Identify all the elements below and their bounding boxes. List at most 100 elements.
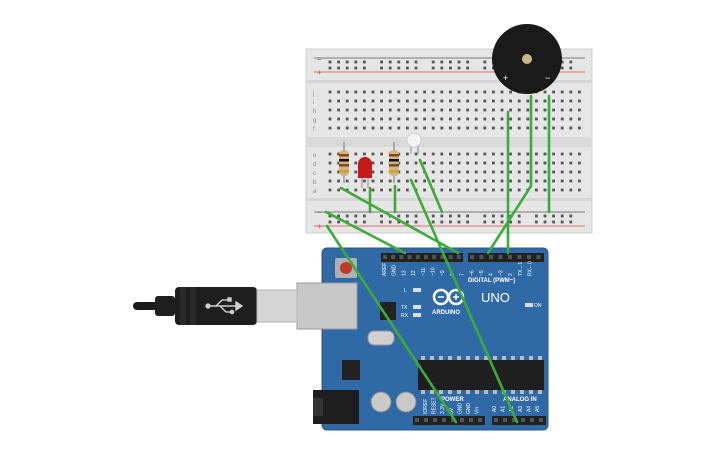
header-pin[interactable] bbox=[433, 418, 437, 422]
rail-hole bbox=[337, 60, 340, 64]
rail-hole bbox=[431, 66, 435, 70]
header-pin[interactable] bbox=[399, 255, 404, 259]
header-pin[interactable] bbox=[536, 255, 541, 259]
breadboard-hole bbox=[457, 152, 461, 156]
header-pin[interactable] bbox=[470, 255, 474, 259]
analog-header[interactable] bbox=[492, 416, 546, 425]
breadboard-hole bbox=[431, 99, 435, 103]
rail-hole bbox=[345, 214, 349, 218]
pin-label: 7 bbox=[460, 273, 466, 276]
breadboard-hole bbox=[517, 170, 521, 174]
wire-photo-rail[interactable] bbox=[418, 158, 444, 214]
breadboard-hole bbox=[474, 90, 478, 94]
analog-in-label: ANALOG IN bbox=[503, 397, 537, 403]
header-pin[interactable] bbox=[424, 418, 428, 422]
header-pin[interactable] bbox=[460, 418, 464, 422]
resistor-band bbox=[339, 154, 349, 157]
breadboard-hole bbox=[371, 161, 375, 165]
pin-label: TX→1 bbox=[518, 262, 524, 276]
breadboard-hole bbox=[483, 179, 487, 183]
breadboard-hole bbox=[431, 108, 435, 112]
breadboard-hole bbox=[492, 179, 495, 183]
wire-photo-analog[interactable] bbox=[409, 178, 519, 424]
rail-hole bbox=[337, 220, 340, 224]
pin-label: ~3 bbox=[498, 270, 504, 276]
header-pin[interactable] bbox=[539, 418, 543, 422]
power-header[interactable] bbox=[413, 416, 485, 425]
header-pin[interactable] bbox=[415, 255, 420, 259]
breadboard-hole bbox=[414, 152, 418, 156]
breadboard-hole bbox=[423, 188, 426, 192]
reset-button[interactable] bbox=[340, 262, 352, 274]
header-pin[interactable] bbox=[391, 255, 396, 259]
header-pin[interactable] bbox=[527, 255, 531, 259]
rail-hole bbox=[492, 220, 495, 224]
arduino-board[interactable]: L TX RX ON UNO ARDUINO DIGITAL (PWM~) PO… bbox=[296, 247, 549, 431]
wire-gnd-rail-board[interactable] bbox=[324, 210, 407, 255]
usb-plug-grip bbox=[190, 287, 196, 325]
photoresistor-body bbox=[406, 132, 422, 148]
breadboard-hole bbox=[535, 108, 538, 112]
breadboard-hole bbox=[474, 170, 478, 174]
digital-header-left[interactable] bbox=[381, 253, 463, 262]
rail-hole bbox=[569, 220, 573, 224]
breadboard-hole bbox=[440, 108, 444, 112]
breadboard-hole bbox=[474, 188, 478, 192]
header-pin[interactable] bbox=[479, 255, 484, 259]
breadboard-rail-separator bbox=[306, 198, 592, 201]
resistor-band bbox=[389, 154, 399, 157]
resistor-2[interactable] bbox=[389, 142, 399, 183]
breadboard-hole bbox=[354, 179, 358, 183]
header-pin[interactable] bbox=[469, 418, 473, 422]
breadboard-hole bbox=[345, 90, 349, 94]
breadboard-hole bbox=[354, 161, 358, 165]
breadboard-hole bbox=[328, 179, 332, 183]
wire-5v-rail[interactable] bbox=[325, 224, 458, 424]
header-pin[interactable] bbox=[478, 418, 482, 422]
breadboard-hole bbox=[423, 179, 426, 183]
rail-hole bbox=[449, 220, 452, 224]
breadboard-hole bbox=[457, 161, 461, 165]
rail-hole bbox=[440, 66, 444, 70]
breadboard-hole bbox=[543, 108, 547, 112]
rail-hole bbox=[337, 214, 340, 218]
rail-hole bbox=[440, 220, 444, 224]
header-pin[interactable] bbox=[432, 255, 437, 259]
breadboard-hole bbox=[380, 126, 383, 130]
header-pin[interactable] bbox=[440, 255, 445, 259]
wire-buzzer-minus[interactable] bbox=[486, 94, 533, 255]
breadboard-hole bbox=[474, 152, 478, 156]
mcu-pin bbox=[511, 356, 515, 360]
header-pin[interactable] bbox=[456, 255, 461, 259]
header-pin[interactable] bbox=[448, 255, 453, 259]
header-pin[interactable] bbox=[503, 418, 507, 422]
digital-header-right[interactable] bbox=[468, 253, 544, 262]
resistor-1[interactable] bbox=[339, 142, 349, 183]
header-pin[interactable] bbox=[494, 418, 498, 422]
header-pin[interactable] bbox=[415, 418, 419, 422]
header-pin[interactable] bbox=[508, 255, 512, 259]
breadboard-hole bbox=[474, 108, 478, 112]
header-pin[interactable] bbox=[407, 255, 412, 259]
breadboard-hole bbox=[552, 179, 555, 183]
breadboard-hole bbox=[431, 170, 435, 174]
breadboard-hole bbox=[578, 161, 581, 165]
header-pin[interactable] bbox=[498, 255, 503, 259]
rail-hole bbox=[388, 60, 392, 64]
header-pin[interactable] bbox=[424, 255, 428, 259]
header-pin[interactable] bbox=[517, 255, 522, 259]
header-pin[interactable] bbox=[442, 418, 446, 422]
header-pin[interactable] bbox=[489, 255, 493, 259]
breadboard-hole bbox=[483, 90, 487, 94]
header-pin[interactable] bbox=[512, 418, 516, 422]
usb-cable[interactable] bbox=[133, 287, 298, 325]
red-led[interactable] bbox=[358, 157, 372, 188]
header-pin[interactable] bbox=[383, 255, 387, 259]
breadboard-hole bbox=[406, 108, 409, 112]
breadboard-hole bbox=[380, 90, 383, 94]
header-pin[interactable] bbox=[521, 418, 525, 422]
piezo-buzzer[interactable]: + − bbox=[492, 24, 562, 94]
photoresistor[interactable] bbox=[406, 132, 422, 154]
header-pin[interactable] bbox=[530, 418, 534, 422]
header-pin[interactable] bbox=[451, 418, 455, 422]
